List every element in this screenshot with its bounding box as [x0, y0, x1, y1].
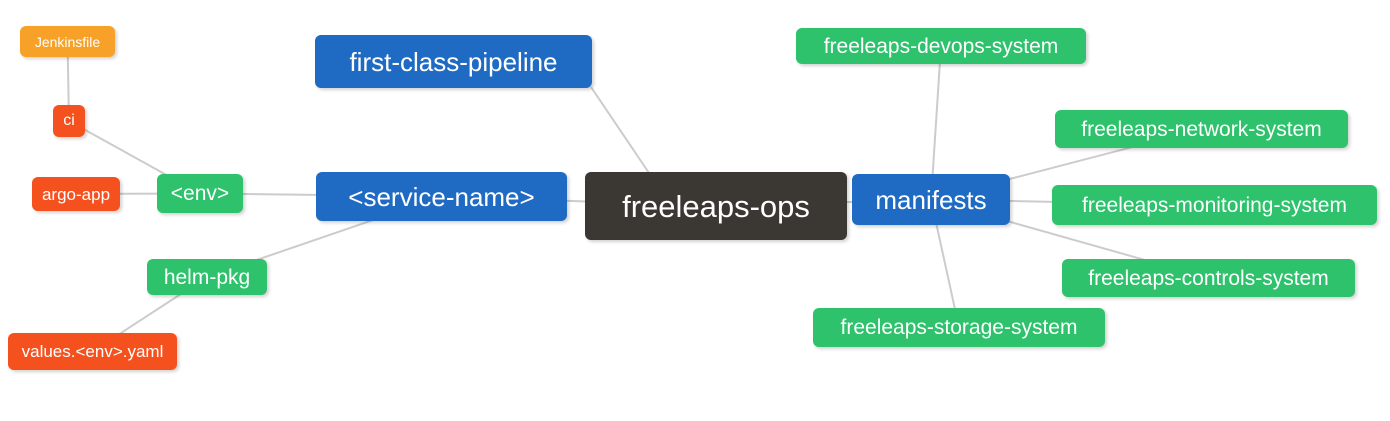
node-ci[interactable]: ci	[53, 105, 85, 137]
node-freeleaps-controls-system[interactable]: freeleaps-controls-system	[1062, 259, 1355, 297]
node-service-name[interactable]: <service-name>	[316, 172, 567, 221]
node-values-env-yaml[interactable]: values.<env>.yaml	[8, 333, 177, 370]
edge-first-class-pipeline-to-freeleaps-ops	[590, 86, 650, 174]
node-argo-app[interactable]: argo-app	[32, 177, 120, 211]
node-env[interactable]: <env>	[157, 174, 243, 213]
node-freeleaps-storage-system[interactable]: freeleaps-storage-system	[813, 308, 1105, 347]
node-manifests[interactable]: manifests	[852, 174, 1010, 225]
node-helm-pkg[interactable]: helm-pkg	[147, 259, 267, 295]
node-freeleaps-network-system[interactable]: freeleaps-network-system	[1055, 110, 1348, 148]
node-jenkinsfile[interactable]: Jenkinsfile	[20, 26, 115, 57]
node-freeleaps-ops[interactable]: freeleaps-ops	[585, 172, 847, 240]
node-freeleaps-devops-system[interactable]: freeleaps-devops-system	[796, 28, 1086, 64]
node-first-class-pipeline[interactable]: first-class-pipeline	[315, 35, 592, 88]
edge-manifests-to-freeleaps-devops-system	[930, 45, 942, 200]
node-freeleaps-monitoring-system[interactable]: freeleaps-monitoring-system	[1052, 185, 1377, 225]
